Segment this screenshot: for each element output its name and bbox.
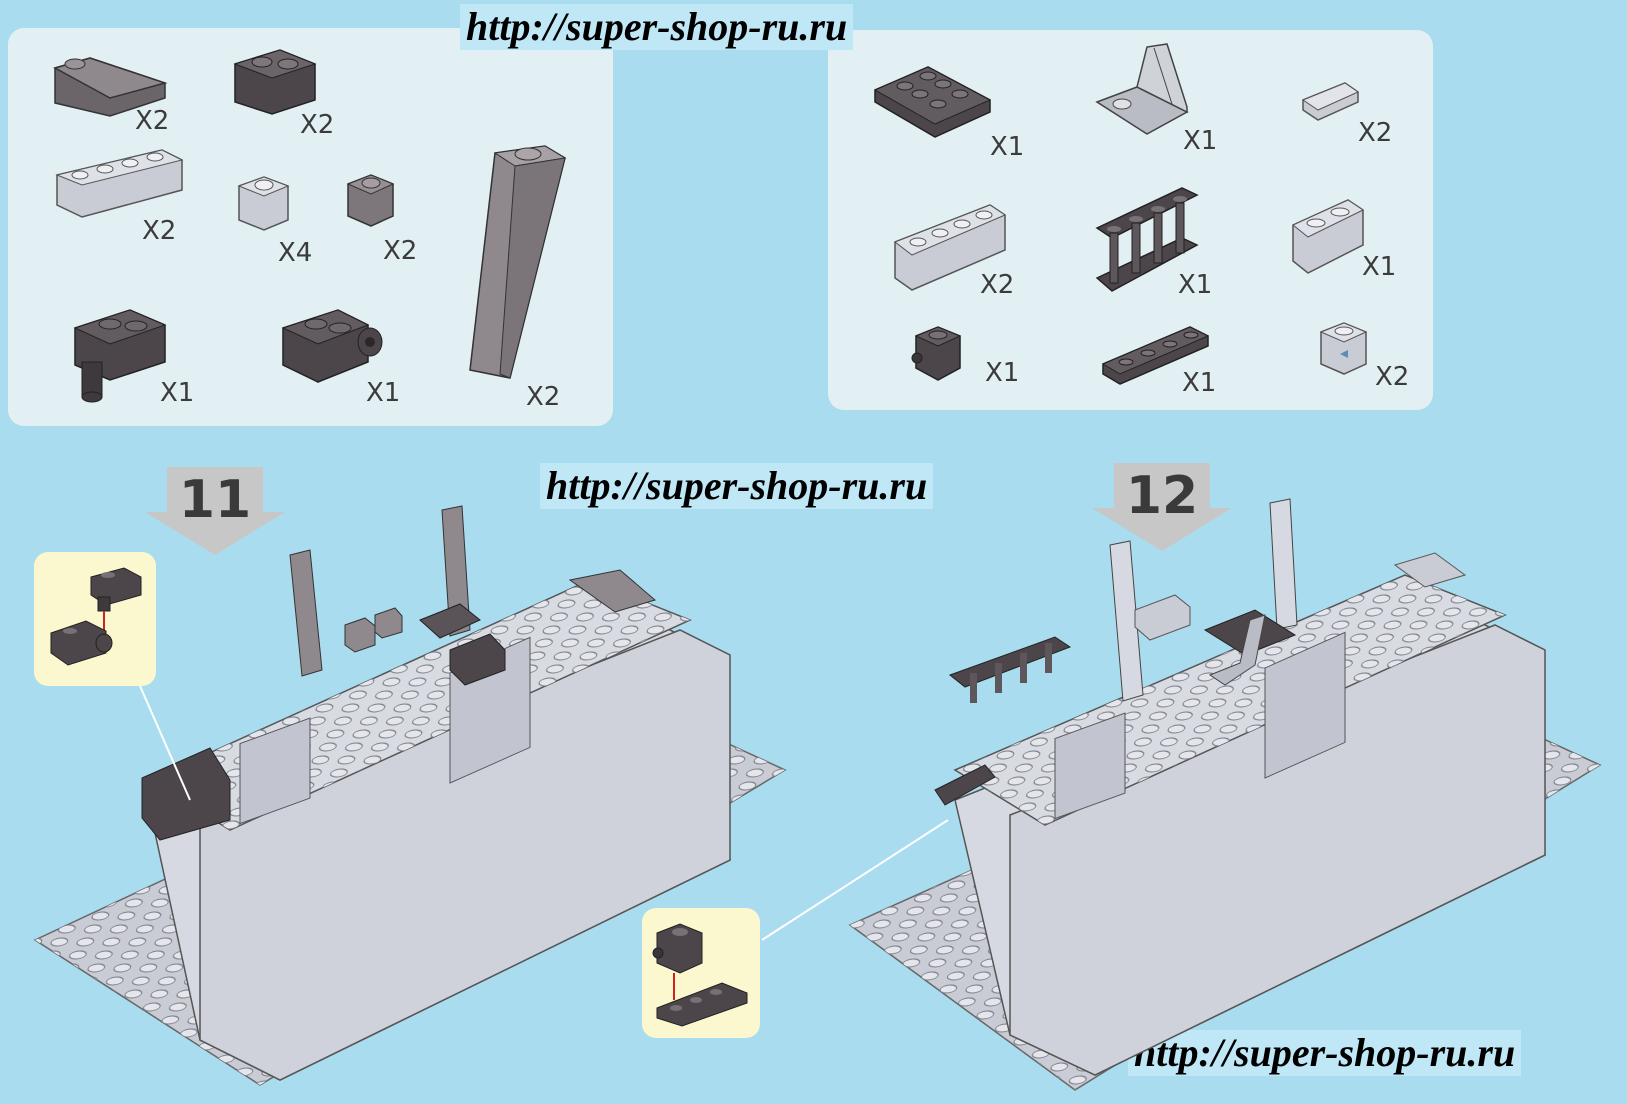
step-12-number: 12 xyxy=(1125,466,1199,526)
part-qty-5: X2 xyxy=(383,236,418,266)
part-qty-r2: X1 xyxy=(1183,126,1218,156)
part-qty-r3: X2 xyxy=(1358,118,1393,148)
step-11-detail-parts xyxy=(50,567,142,666)
brick-1x1-medium-icon xyxy=(346,174,395,227)
slope-brick-icon xyxy=(53,57,168,117)
part-qty-3: X2 xyxy=(142,216,177,246)
brick-1x4-light-r-icon xyxy=(893,204,1007,291)
watermark-bottom: http://super-shop-ru.ru xyxy=(1128,1030,1522,1076)
brick-2x2-dark-icon xyxy=(233,49,317,115)
hinge-brick-icon xyxy=(73,309,167,403)
part-qty-r6: X1 xyxy=(1362,252,1397,282)
step-11-number: 11 xyxy=(178,470,252,530)
brick-1x1-light-icon xyxy=(237,176,290,231)
step-11-model xyxy=(33,505,787,1086)
brick-1x1-stud-dark-icon xyxy=(911,326,962,381)
part-qty-4: X4 xyxy=(278,238,313,268)
brick-1x4-light-icon xyxy=(55,149,184,218)
step-12-arrow xyxy=(1092,463,1232,551)
tile-1x2-icon xyxy=(1301,82,1360,121)
seat-piece-icon xyxy=(1095,43,1189,135)
plate-2x4-dark-icon xyxy=(873,66,992,138)
pillar-1x1x6-icon xyxy=(469,145,567,379)
part-qty-2: X2 xyxy=(300,110,335,140)
part-qty-r7: X1 xyxy=(985,358,1020,388)
part-qty-8: X2 xyxy=(526,382,561,412)
step-11-arrow xyxy=(145,467,285,555)
step-12-detail-parts xyxy=(652,923,748,1027)
plate-1x4-dark-icon xyxy=(1101,326,1210,385)
part-qty-1: X2 xyxy=(135,106,170,136)
part-qty-6: X1 xyxy=(160,378,195,408)
brick-1x1-clip-light-icon xyxy=(1319,322,1368,375)
part-qty-r5: X1 xyxy=(1178,270,1213,300)
part-qty-r9: X2 xyxy=(1375,362,1410,392)
brick-1x2-light-icon xyxy=(1292,199,1365,274)
part-qty-r1: X1 xyxy=(990,132,1025,162)
step-12-model xyxy=(848,498,1602,1091)
part-qty-r8: X1 xyxy=(1182,368,1217,398)
watermark-middle: http://super-shop-ru.ru xyxy=(540,463,934,509)
part-qty-7: X1 xyxy=(366,378,401,408)
fence-piece-icon xyxy=(1095,187,1199,292)
hinge-plate-brick-icon xyxy=(281,309,383,383)
watermark-top: http://super-shop-ru.ru xyxy=(460,4,854,50)
part-qty-r4: X2 xyxy=(980,270,1015,300)
